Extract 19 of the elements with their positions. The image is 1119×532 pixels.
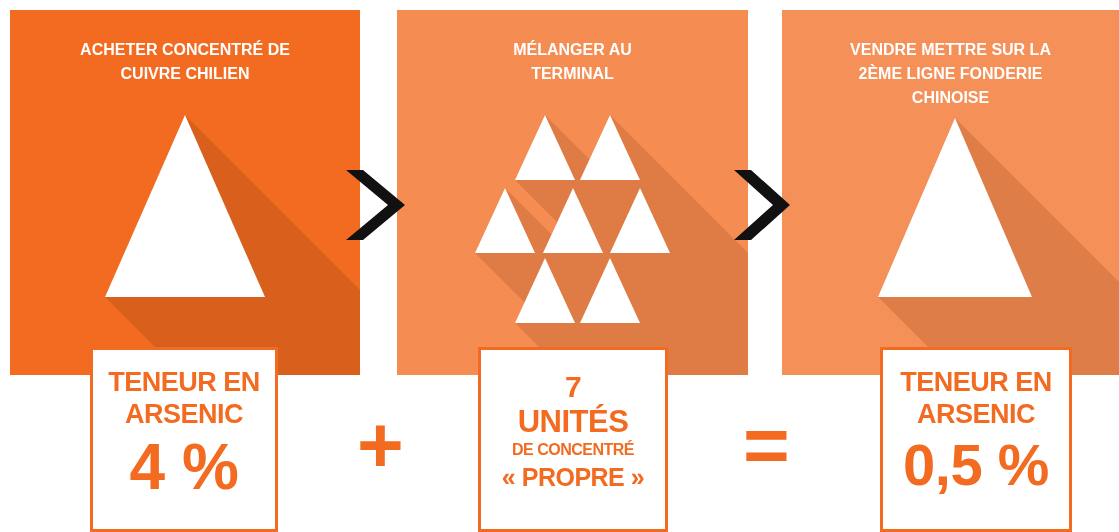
value-number: 0,5 %	[902, 431, 1050, 499]
chevron-arrow	[734, 170, 790, 240]
value-text: 7	[563, 370, 583, 404]
value-box	[880, 347, 1072, 532]
equals-sign: =	[743, 405, 790, 485]
value-text: UNITÉS	[516, 404, 630, 440]
value-box	[90, 347, 278, 532]
panel-title: VENDRE METTRE SUR LA 2ÈME LIGNE FONDERIE CHINOISE	[849, 40, 1052, 108]
plus-sign: +	[357, 405, 404, 485]
value-box	[478, 347, 668, 532]
value-label: TENEUR EN ARSENIC	[899, 366, 1053, 430]
chevron-arrow	[346, 170, 405, 240]
value-number: 4 %	[128, 430, 240, 504]
panel-title: MÉLANGER AU TERMINAL	[512, 39, 633, 84]
process-panel	[397, 10, 748, 375]
value-text: DE CONCENTRÉ	[511, 440, 635, 460]
value-text: « PROPRE »	[500, 462, 646, 493]
panel-title: ACHETER CONCENTRÉ DE CUIVRE CHILIEN	[79, 39, 291, 84]
value-label: TENEUR EN ARSENIC	[107, 366, 261, 430]
